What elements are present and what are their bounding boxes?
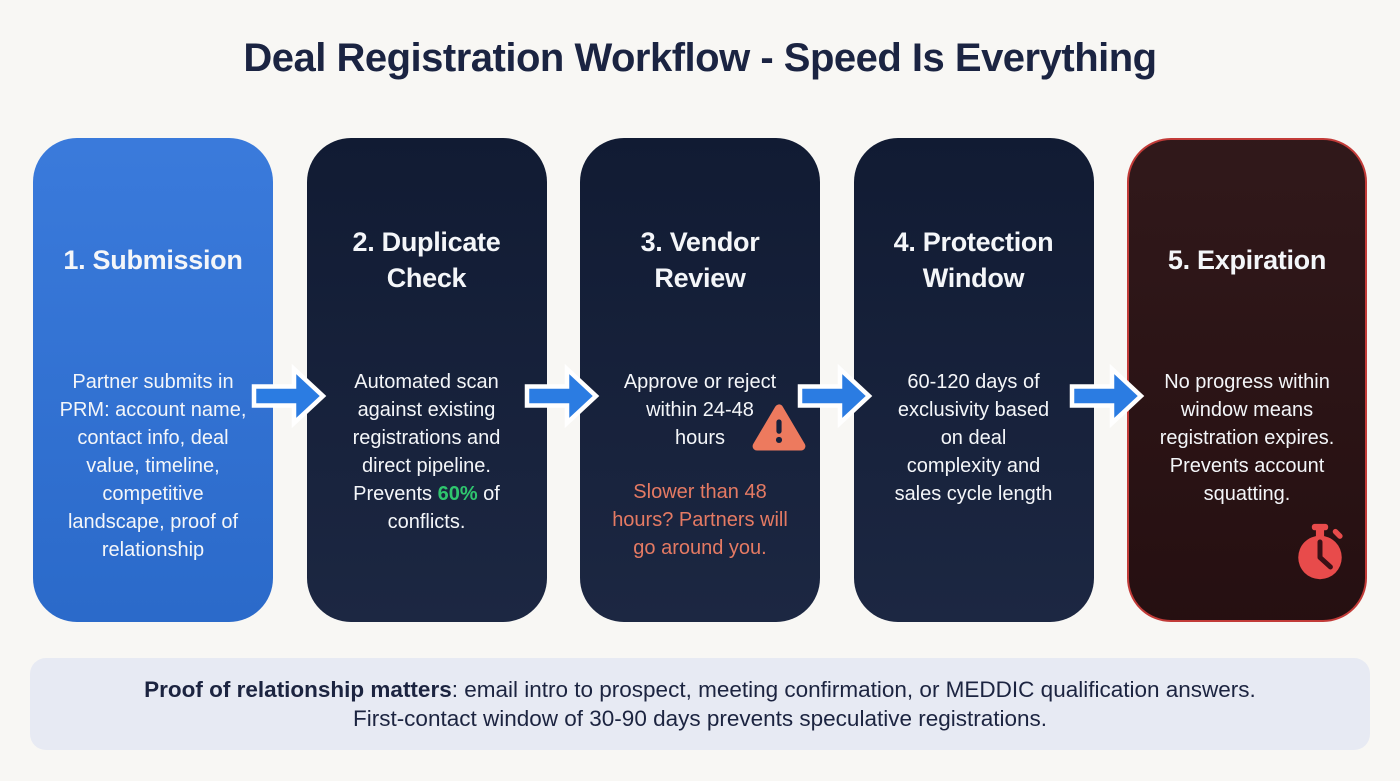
step-title: 2. Duplicate Check <box>352 227 501 293</box>
step-card-expiration: 5. Expiration No progress within window … <box>1127 138 1367 622</box>
highlight-percentage: 60% <box>437 483 478 505</box>
step-warning-note: Slower than 48 hours? Partners will go a… <box>612 481 788 559</box>
step-body: Automated scan against existing registra… <box>323 368 531 536</box>
step-body: Partner submits in PRM: account name, co… <box>59 371 247 561</box>
step-title: 4. Protection Window <box>893 227 1054 293</box>
workflow-diagram: 1. Submission Partner submits in PRM: ac… <box>33 138 1367 622</box>
step-title: 1. Submission <box>63 245 243 276</box>
footer-regular-text: : email intro to prospect, meeting confi… <box>451 676 1256 702</box>
page-title: Deal Registration Workflow - Speed Is Ev… <box>243 36 1157 80</box>
step-body: Approve or reject within 24-48 hours <box>623 371 777 449</box>
arrow-right-icon <box>797 364 873 428</box>
step-card-protection-window: 4. Protection Window 60-120 days of excl… <box>853 138 1094 622</box>
footer-bold-text: Proof of relationship matters <box>144 676 452 702</box>
warning-triangle-icon <box>752 403 806 451</box>
footer-line-1: Proof of relationship matters: email int… <box>144 675 1256 704</box>
step-body-text: of conflicts. <box>387 483 500 533</box>
step-body-text: Automated scan against existing registra… <box>352 371 501 505</box>
arrow-right-icon <box>1069 364 1145 428</box>
step-card-vendor-review: 3. Vendor Review Approve or reject withi… <box>580 138 820 622</box>
step-title: 3. Vendor Review <box>640 227 760 293</box>
arrow-right-icon <box>524 364 600 428</box>
footer-line-2: First-contact window of 30-90 days preve… <box>352 706 1048 731</box>
step-body: 60-120 days of exclusivity based on deal… <box>894 371 1053 505</box>
stopwatch-icon <box>1291 523 1349 581</box>
step-card-duplicate-check: 2. Duplicate Check Automated scan agains… <box>306 138 547 622</box>
footer-note: Proof of relationship matters: email int… <box>30 658 1370 750</box>
step-body: No progress within window means registra… <box>1159 371 1335 505</box>
arrow-right-icon <box>251 364 327 428</box>
step-title: 5. Expiration <box>1167 245 1327 276</box>
step-card-submission: 1. Submission Partner submits in PRM: ac… <box>33 138 273 622</box>
